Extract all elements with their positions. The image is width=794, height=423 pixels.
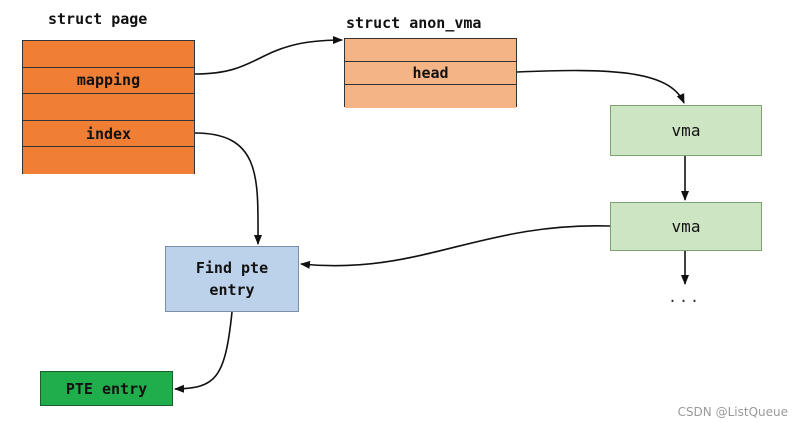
struct-page-row-index: index: [23, 120, 194, 148]
watermark: CSDN @ListQueue: [677, 405, 788, 419]
anon-vma-row-2: [345, 85, 516, 108]
struct-page-row-0: [23, 41, 194, 68]
struct-page-box: mapping index: [22, 40, 195, 174]
find-pte-entry-box: Find pte entry: [165, 246, 299, 312]
arrow-head-to-vma: [516, 69, 685, 104]
find-pte-line-1: Find pte: [195, 259, 269, 277]
arrow-mapping-to-anon-vma: [194, 36, 343, 75]
anon-vma-row-0: [345, 39, 516, 62]
find-pte-line-2: entry: [209, 281, 255, 299]
struct-anon-vma-box: head: [344, 38, 517, 108]
struct-page-row-2: [23, 94, 194, 121]
struct-page-row-mapping: mapping: [23, 67, 194, 95]
struct-anon-vma-title: struct anon_vma: [346, 14, 482, 32]
arrow-vma-to-find-pte: [300, 225, 611, 269]
anon-vma-row-head: head: [345, 62, 516, 85]
struct-page-title: struct page: [48, 10, 148, 28]
pte-entry-box: PTE entry: [40, 371, 173, 406]
vma-list-ellipsis: ...: [668, 288, 702, 306]
arrow-find-pte-to-pte-entry: [174, 311, 233, 393]
vma-node-1: vma: [610, 105, 762, 156]
arrow-index-to-find-pte: [194, 132, 263, 245]
struct-page-row-4: [23, 147, 194, 174]
vma-node-2: vma: [610, 202, 762, 251]
